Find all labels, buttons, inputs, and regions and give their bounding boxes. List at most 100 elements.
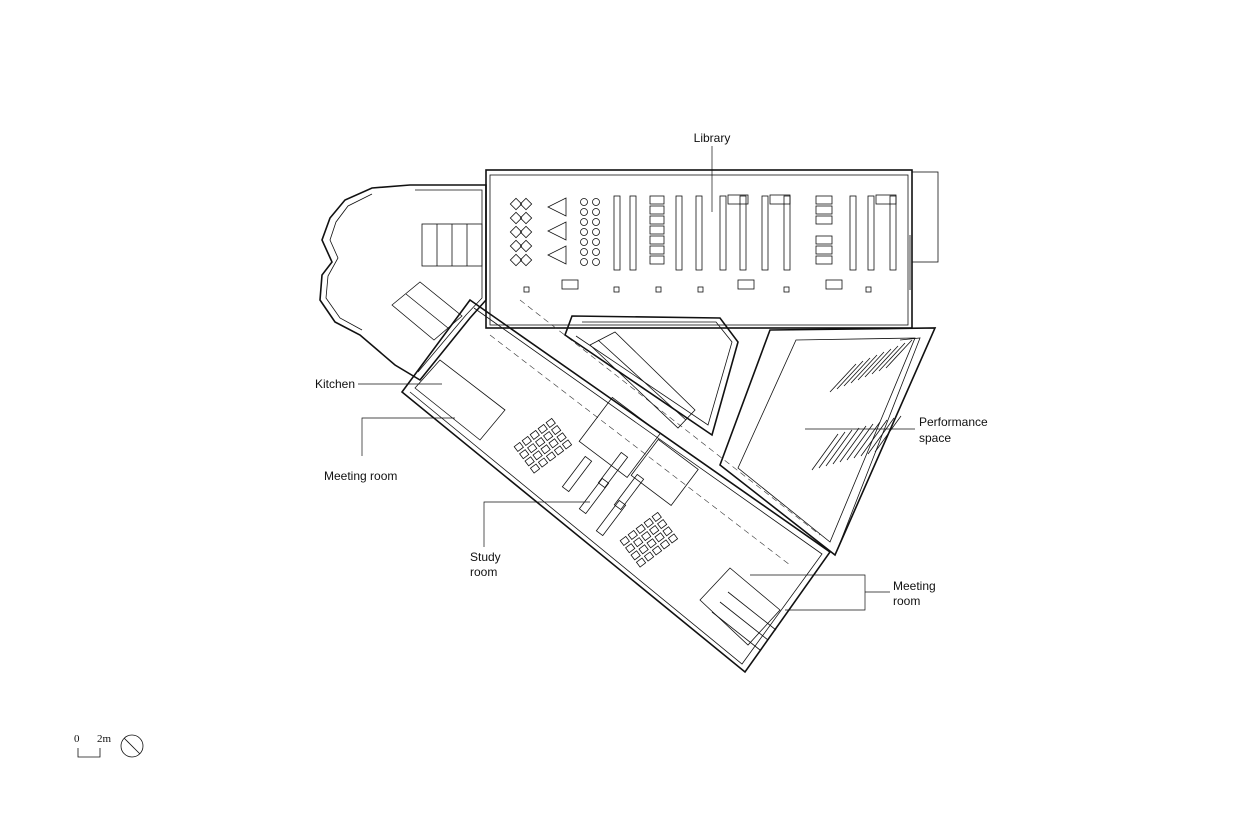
library-chair — [519, 239, 533, 253]
library-stool — [592, 238, 600, 246]
study-desk — [537, 423, 548, 434]
study-desk — [545, 417, 556, 428]
library-desk — [649, 255, 665, 265]
library-column — [697, 286, 704, 293]
study-desk — [651, 545, 663, 556]
library-column — [865, 286, 872, 293]
north-arrow-icon — [120, 734, 144, 758]
performance-seating — [811, 339, 913, 471]
library-chair — [509, 239, 523, 253]
library-desk — [649, 195, 665, 205]
study-desk — [553, 445, 565, 456]
library-bookshelf — [849, 195, 857, 271]
performance-space-label-line2: space — [919, 431, 951, 445]
library-desk — [649, 235, 665, 245]
library-stool — [580, 228, 588, 236]
library-chair — [509, 197, 523, 211]
study-desk — [529, 463, 541, 474]
library-stool — [580, 258, 588, 266]
study-desk — [643, 517, 654, 528]
library-chair — [509, 253, 523, 267]
performance-space-label-line1: Performance — [919, 415, 988, 429]
study-desk — [633, 537, 644, 548]
study-desk — [643, 551, 655, 562]
study-desk — [543, 431, 554, 442]
curved-bay-block — [319, 184, 487, 382]
study-desk — [545, 451, 557, 462]
seat-row — [857, 351, 885, 381]
study-desk — [662, 526, 673, 537]
seat-row — [818, 431, 846, 469]
meeting-room-right-label-line2: room — [893, 594, 920, 608]
performance-space-block — [719, 327, 937, 557]
study-desk — [521, 435, 532, 447]
library-bookshelf — [613, 195, 621, 271]
study-desk — [527, 443, 538, 454]
study-desk — [561, 439, 573, 450]
diagonal-wing — [400, 298, 832, 674]
library-bookshelf — [761, 195, 769, 271]
study-desk — [548, 438, 559, 449]
study-room-furniture — [513, 417, 679, 568]
library-display-table — [769, 194, 791, 205]
study-desk — [635, 557, 647, 568]
study-desk — [641, 531, 652, 542]
study-desk — [625, 543, 636, 554]
study-desk — [519, 449, 530, 460]
library-column — [655, 286, 662, 293]
library-desk — [815, 255, 833, 265]
library-desk — [649, 215, 665, 225]
room-labels: Library Kitchen Meeting room Study room … — [315, 131, 988, 608]
library-stool — [580, 248, 588, 256]
seat-row — [836, 360, 864, 390]
library-stool — [592, 198, 600, 206]
study-desk — [627, 529, 638, 541]
library-stool — [580, 218, 588, 226]
library-triangle-table — [547, 245, 567, 265]
library-bookshelf — [719, 195, 727, 271]
scale-length-label: 2m — [97, 733, 112, 745]
seat-row — [829, 363, 857, 393]
study-long-table — [578, 477, 610, 515]
library-column — [613, 286, 620, 293]
library-bookshelf — [867, 195, 875, 271]
scale-zero-label: 0 — [74, 733, 80, 745]
study-desk — [513, 441, 524, 453]
study-desk — [529, 429, 540, 440]
study-desk — [657, 519, 668, 530]
seat-row — [811, 433, 839, 471]
library-block — [485, 169, 939, 329]
meeting-room-right-label-line1: Meeting — [893, 579, 936, 593]
library-reading-table — [825, 279, 843, 290]
seat-row — [825, 429, 853, 467]
library-bookshelf — [783, 195, 791, 271]
library-chair — [509, 225, 523, 239]
library-display-table — [875, 194, 897, 205]
library-furniture — [509, 194, 897, 293]
library-desk — [815, 195, 833, 205]
library-bookshelf — [629, 195, 637, 271]
library-reading-table — [561, 279, 579, 290]
seat-row — [853, 421, 881, 459]
study-desk — [667, 533, 679, 544]
study-long-table — [595, 499, 627, 537]
study-desk — [556, 432, 567, 443]
study-desk — [537, 457, 549, 468]
library-chair — [519, 253, 533, 267]
seat-row — [843, 357, 871, 387]
study-desk — [638, 544, 649, 555]
library-reading-table — [737, 279, 755, 290]
study-desk — [619, 535, 630, 547]
seat-row — [885, 339, 913, 369]
study-desk — [630, 550, 641, 561]
seat-row — [864, 348, 892, 378]
leader-lines — [358, 146, 915, 611]
study-desk — [651, 511, 662, 522]
library-chair — [519, 225, 533, 239]
study-room-label-line1: Study — [470, 550, 501, 564]
study-desk — [524, 456, 535, 467]
study-long-table — [561, 455, 593, 493]
seat-row — [860, 419, 888, 457]
library-bookshelf — [695, 195, 703, 271]
